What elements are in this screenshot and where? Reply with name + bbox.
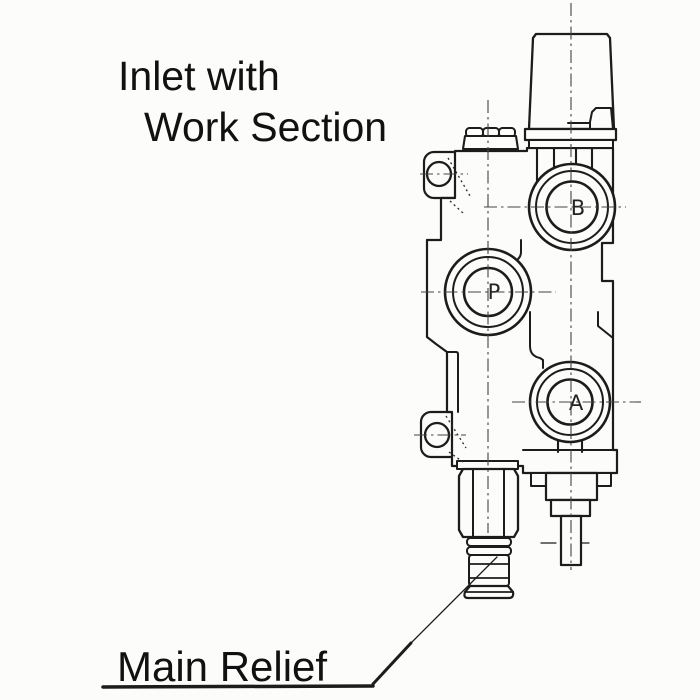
hidden-edge-lines [445, 157, 471, 463]
centerlines [414, 3, 641, 570]
relief-barrel [468, 554, 510, 587]
port-b-label: B [571, 196, 585, 220]
spool-end [530, 471, 612, 567]
port-a-label: A [569, 391, 584, 415]
top-hex-plug [461, 127, 520, 151]
title-line1: Inlet with [118, 53, 280, 99]
spool-stem [559, 514, 583, 567]
main-relief-leader-line [101, 556, 498, 689]
title-line2: Work Section [144, 104, 387, 150]
relief-locknut [466, 537, 512, 547]
main-relief-label: Main Relief [117, 643, 327, 690]
cap-side-tab [589, 107, 614, 130]
